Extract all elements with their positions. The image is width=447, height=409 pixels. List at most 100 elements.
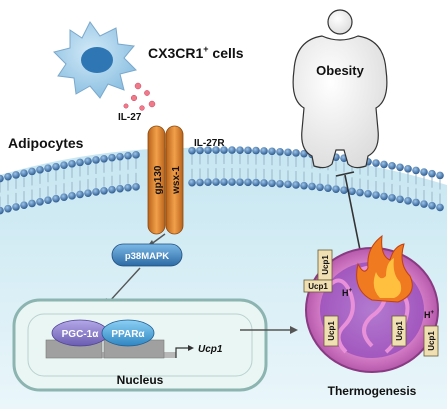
lipid-head	[188, 146, 196, 155]
lipid-head	[372, 159, 380, 167]
p38mapk-node	[111, 243, 183, 267]
lipid-head	[252, 178, 260, 187]
thermogenesis-flame-icon	[356, 234, 413, 303]
lipid-head	[252, 146, 260, 155]
lipid-head	[100, 154, 108, 163]
proton-label-1: H+	[342, 288, 353, 298]
transcription-arrowhead	[188, 345, 194, 351]
pgc1a-label: PGC-1α	[62, 329, 100, 340]
il27r-label: IL-27R	[194, 138, 225, 149]
lipid-head	[388, 162, 396, 170]
lipid-head	[292, 149, 300, 157]
ucp1-protein-2: Ucp1	[303, 279, 333, 293]
svg-text:Ucp1: Ucp1	[427, 331, 436, 351]
lipid-head	[76, 190, 84, 199]
lipid-head	[52, 194, 60, 203]
lipid-head	[76, 158, 84, 167]
lipid-head	[332, 185, 340, 193]
lipid-head	[124, 183, 132, 192]
lipid-head	[436, 171, 444, 180]
p38mapk-label: p38MAPK	[125, 251, 169, 262]
lipid-head	[244, 146, 252, 155]
lipid-head	[116, 152, 124, 161]
lipid-head	[420, 200, 428, 208]
ppara-label: PPARα	[111, 329, 145, 340]
lipid-head	[204, 178, 212, 187]
lipid-head	[356, 188, 364, 197]
lipid-head	[396, 163, 404, 172]
lipid-head	[28, 167, 36, 176]
lipid-head	[284, 180, 292, 189]
gp130-label: gp130	[153, 165, 164, 194]
lipid-head	[68, 160, 76, 168]
nucleus-to-mito-arrowhead	[290, 326, 298, 334]
ucp1-protein-4: Ucp1	[391, 315, 407, 347]
lipid-head	[0, 206, 4, 215]
lipid-head	[196, 178, 204, 187]
cx3cr1-cell	[53, 21, 137, 99]
lipid-head	[116, 184, 124, 193]
il27-molecules	[123, 82, 156, 111]
lipid-head	[268, 147, 276, 156]
lipid-head	[0, 174, 4, 183]
obesity-label: Obesity	[316, 63, 364, 78]
lipid-head	[324, 184, 332, 192]
nucleus-inner-membrane	[27, 313, 253, 377]
lipid-head	[212, 146, 220, 154]
lipid-head	[20, 201, 28, 209]
lipid-head	[44, 196, 52, 205]
lipid-head	[244, 178, 252, 187]
lipid-head	[20, 169, 28, 177]
obese-figure-icon	[292, 9, 388, 169]
lipid-head	[4, 172, 12, 181]
lipid-head	[28, 199, 36, 208]
lipid-head	[108, 185, 116, 194]
lipid-head	[348, 187, 356, 196]
lipid-head	[236, 146, 244, 154]
lipid-head	[276, 179, 284, 188]
lipid-head	[36, 166, 44, 174]
lipid-head	[300, 181, 308, 190]
lipid-head	[236, 178, 244, 186]
lipid-head	[428, 169, 436, 178]
lipid-head	[428, 201, 436, 210]
lipid-head	[100, 186, 108, 195]
ucp1-protein-5: Ucp1	[423, 325, 439, 357]
lipid-head	[204, 146, 212, 155]
ucp1-protein-1: Ucp1	[317, 249, 333, 281]
lipid-head	[276, 147, 284, 156]
ucp1-protein-3: Ucp1	[323, 315, 339, 347]
lipid-head	[52, 162, 60, 171]
lipid-head	[420, 168, 428, 176]
lipid-head	[132, 151, 140, 159]
lipid-head	[220, 146, 228, 154]
lipid-head	[412, 166, 420, 175]
cell-nucleus	[81, 47, 113, 73]
lipid-head	[4, 204, 12, 213]
ppara-factor	[101, 319, 155, 347]
svg-text:Ucp1: Ucp1	[327, 321, 336, 341]
svg-text:Ucp1: Ucp1	[395, 321, 404, 341]
svg-text:Ucp1: Ucp1	[308, 282, 328, 291]
lipid-head	[396, 195, 404, 204]
lipid-head	[292, 181, 300, 189]
lipid-head	[228, 146, 236, 154]
lipid-head	[108, 153, 116, 162]
lipid-head	[132, 183, 140, 191]
cells-label: CX3CR1+ cells	[148, 44, 244, 61]
lipid-head	[388, 194, 396, 202]
il27-receptor: gp130 wsx-1	[147, 125, 184, 235]
transcription-start-arrow	[175, 347, 190, 358]
lipid-head	[436, 203, 444, 212]
lipid-head	[92, 156, 100, 164]
lipid-head	[60, 193, 68, 202]
lipid-head	[284, 148, 292, 157]
lipid-head	[268, 179, 276, 188]
lipid-head	[36, 198, 44, 206]
lipid-head	[212, 178, 220, 186]
lipid-head	[196, 146, 204, 155]
gp130-subunit	[147, 125, 166, 235]
lipid-head	[308, 182, 316, 191]
lipid-head	[84, 189, 92, 197]
